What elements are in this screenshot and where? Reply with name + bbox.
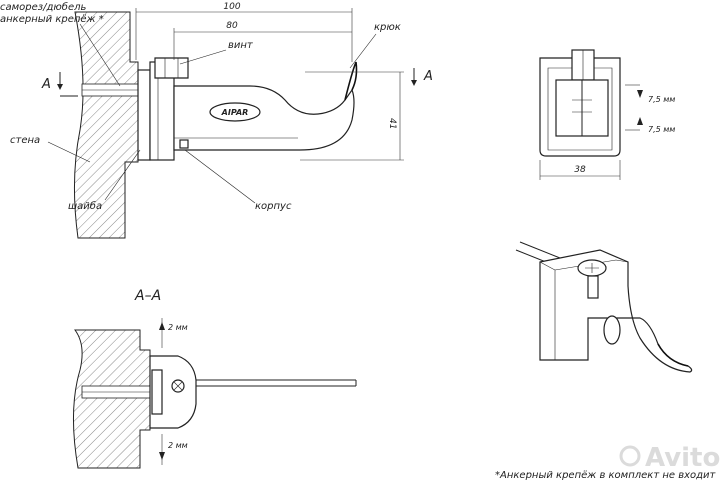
iso-brand bbox=[603, 315, 621, 345]
isometric-view bbox=[515, 241, 693, 373]
watermark: Avito bbox=[619, 443, 720, 473]
section-title: A–A bbox=[134, 288, 161, 304]
gap-top: 2 мм bbox=[168, 323, 188, 332]
bolt-head bbox=[154, 57, 189, 79]
hook-tip bbox=[344, 61, 358, 101]
brand-oval bbox=[209, 102, 261, 122]
dim-width: 38 bbox=[574, 165, 586, 175]
label-hook: крюк bbox=[374, 22, 401, 33]
dim-length-total: 100 bbox=[223, 2, 240, 12]
dim-height: 41 bbox=[387, 118, 397, 129]
gap-bottom: 2 мм bbox=[168, 441, 188, 450]
dim-offset-bottom: 7,5 мм bbox=[648, 125, 675, 134]
section-wall bbox=[73, 329, 151, 469]
label-washer: шайба bbox=[68, 200, 102, 212]
housing-body bbox=[173, 85, 355, 151]
front-view: 38 7,5 мм 7,5 мм bbox=[539, 49, 675, 180]
section-marker-right: A bbox=[423, 69, 433, 84]
section-marker-left: A bbox=[41, 77, 51, 92]
label-body: корпус bbox=[255, 201, 292, 212]
iso-body bbox=[539, 249, 693, 373]
dim-offset-top: 7,5 мм bbox=[648, 95, 675, 104]
side-view: AIPAR 100 80 41 A A саморез/дюбель анкер… bbox=[0, 1, 433, 239]
label-wall: стена bbox=[10, 135, 40, 146]
washer bbox=[137, 69, 151, 161]
label-anchor: анкерный крепёж * bbox=[0, 14, 104, 25]
dim-length-inner: 80 bbox=[226, 21, 238, 31]
label-bolt: винт bbox=[228, 40, 254, 51]
watermark-text: Avito bbox=[645, 443, 720, 473]
set-screw bbox=[179, 139, 189, 149]
brand-label: AIPAR bbox=[221, 108, 249, 117]
footnote: *Анкерный крепёж в комплект не входит bbox=[495, 470, 717, 481]
section-view: A–A 2 мм 2 мм bbox=[73, 288, 357, 469]
wall-section bbox=[73, 11, 139, 239]
label-screw: саморез/дюбель bbox=[0, 1, 87, 13]
